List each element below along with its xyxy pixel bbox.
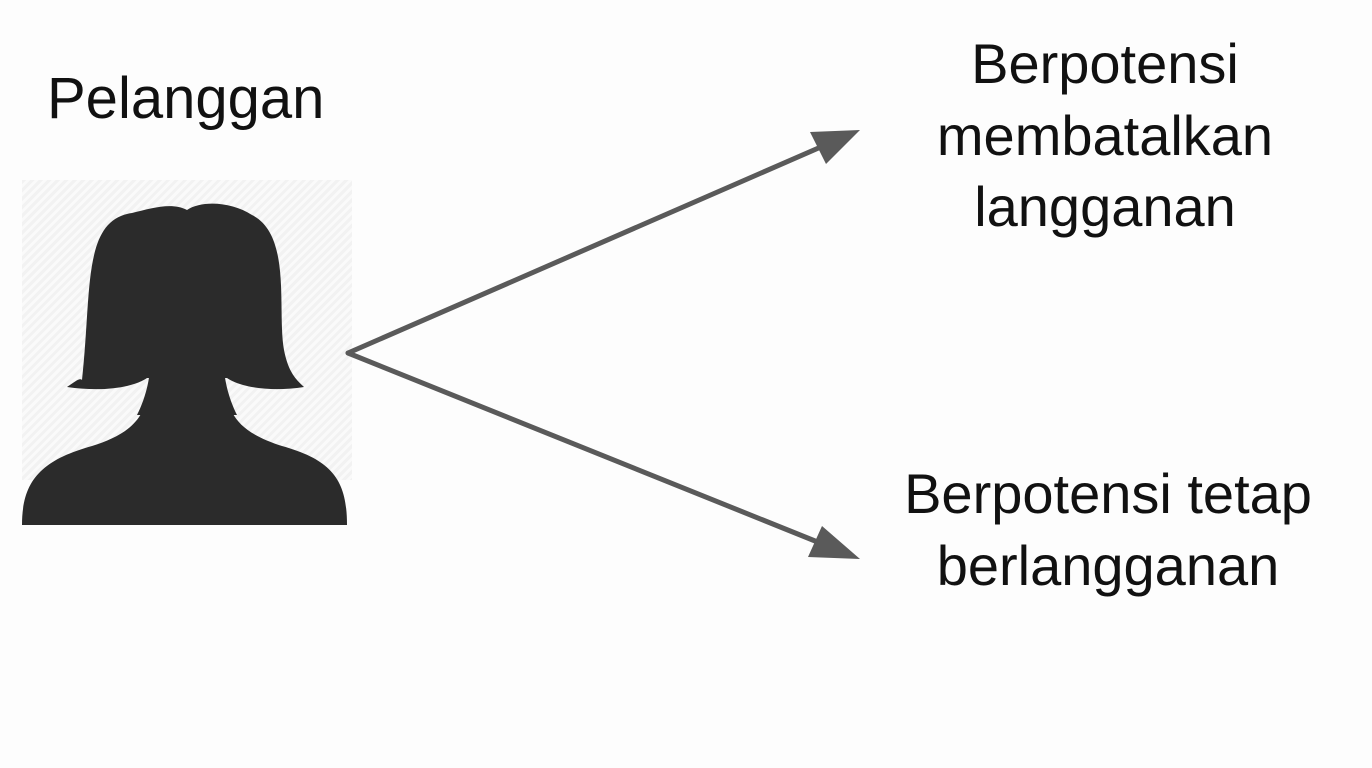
arrow-to-cancel — [345, 130, 860, 356]
outcome-cancel-line: membatalkan — [936, 103, 1274, 167]
outcome-stay-text: Berpotensi tetap berlangganan — [860, 458, 1356, 601]
customer-label: Pelanggan — [47, 66, 325, 131]
person-silhouette-icon — [22, 203, 347, 525]
outcome-cancel-text: Berpotensi membatalkan langganan — [890, 28, 1320, 243]
outcome-cancel-line: langganan — [974, 175, 1236, 239]
customer-avatar — [22, 180, 352, 530]
outcome-stay-line: Berpotensi tetap — [904, 462, 1312, 525]
outcome-stay-line: berlangganan — [936, 533, 1280, 597]
arrow-to-stay — [345, 350, 860, 559]
outcome-cancel-line: Berpotensi — [971, 32, 1239, 95]
